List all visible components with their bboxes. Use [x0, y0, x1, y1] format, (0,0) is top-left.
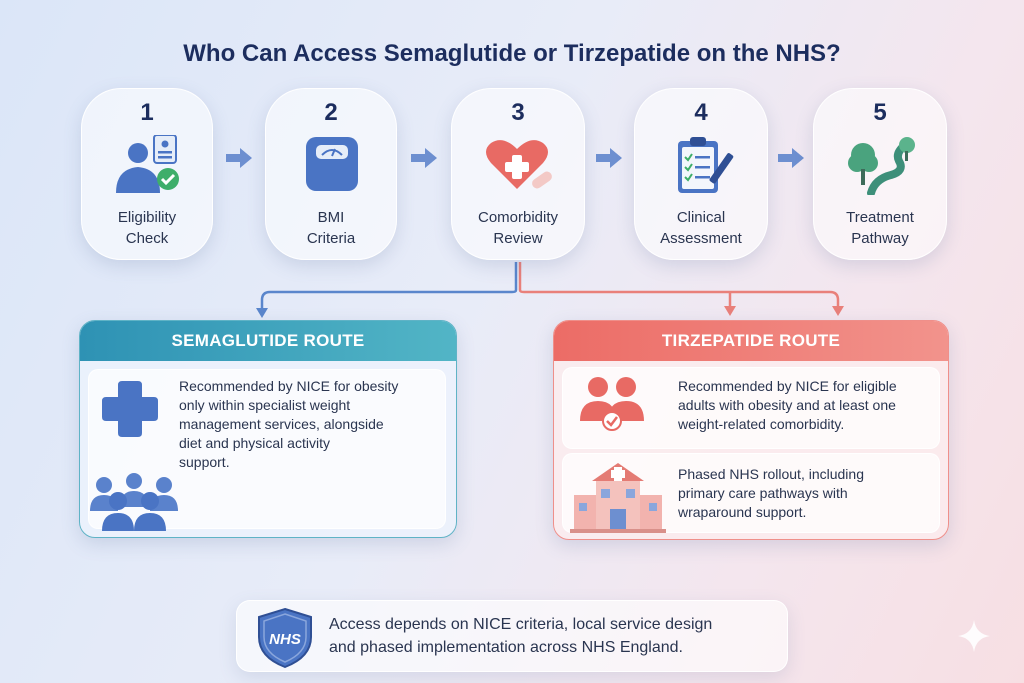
step-number: 4: [694, 99, 708, 126]
tirzepatide-rollout-text: Phased NHS rollout, including primary ca…: [678, 465, 943, 522]
text-line: weight-related comorbidity.: [678, 416, 845, 432]
step-label-line1: BMI: [317, 209, 345, 226]
step-label-line2: Criteria: [306, 230, 356, 247]
step-label-line2: Check: [125, 230, 169, 247]
text-line: Access depends on NICE criteria, local s…: [329, 616, 713, 633]
semaglutide-info-card: [88, 369, 446, 529]
tirzepatide-route-heading: TIRZEPATIDE ROUTE: [554, 321, 948, 361]
semaglutide-route-heading: SEMAGLUTIDE ROUTE: [80, 321, 456, 361]
footer-text: Access depends on NICE criteria, local s…: [329, 613, 779, 659]
page-title: Who Can Access Semaglutide or Tirzepatid…: [183, 40, 841, 67]
tirzepatide-route-panel: TIRZEPATIDE ROUTE Recommended by NICE fo…: [553, 320, 949, 540]
nhs-shield-icon: NHS: [258, 607, 312, 669]
sparkle-icon: [958, 620, 990, 652]
footer-note: NHS Access depends on NICE criteria, loc…: [236, 600, 788, 672]
semaglutide-description: Recommended by NICE for obesity only wit…: [179, 377, 449, 472]
scale-icon: [306, 137, 358, 191]
path-trees-icon: [848, 137, 915, 195]
arrow-right-icon: [411, 148, 437, 168]
step-number: 1: [140, 99, 154, 126]
text-line: Phased NHS rollout, including: [678, 466, 864, 482]
step-comorbidity-review: 3 Comorbidity Review: [451, 88, 585, 260]
hospital-icon: [570, 463, 666, 533]
step-label-line1: Clinical: [676, 209, 726, 226]
text-line: wraparound support.: [678, 504, 807, 520]
step-number: 2: [324, 99, 338, 126]
text-line: Recommended by NICE for obesity: [179, 378, 399, 394]
text-line: primary care pathways with: [678, 485, 848, 501]
step-eligibility-check: 1 Eligibility Check: [81, 88, 213, 260]
step-label-line2: Assessment: [660, 230, 742, 247]
step-treatment-pathway: 5 Treatment Pathway: [813, 88, 947, 260]
arrow-right-icon: [226, 148, 252, 168]
step-label-line1: Comorbidity: [477, 209, 559, 226]
clipboard-icon: [678, 137, 734, 193]
text-line: support.: [179, 454, 230, 470]
semaglutide-route-panel: SEMAGLUTIDE ROUTE Recommended by NICE fo…: [79, 320, 457, 538]
heart-medical-icon: [486, 140, 552, 189]
step-clinical-assessment: 4 Clinical Assessment: [634, 88, 768, 260]
text-line: and phased implementation across NHS Eng…: [329, 639, 683, 656]
tirzepatide-eligibility-text: Recommended by NICE for eligible adults …: [678, 377, 943, 434]
patients-check-icon: [580, 377, 644, 431]
user-check-icon: [116, 135, 179, 193]
people-group-icon: [90, 473, 178, 531]
text-line: adults with obesity and at least one: [678, 397, 896, 413]
step-label-line1: Treatment: [846, 209, 914, 226]
arrow-right-icon: [778, 148, 804, 168]
step-number: 3: [511, 99, 525, 126]
step-bmi-criteria: 2 BMI Criteria: [265, 88, 397, 260]
nhs-badge-text: NHS: [269, 631, 301, 648]
text-line: only within specialist weight: [179, 397, 351, 413]
medical-cross-icon: [102, 381, 158, 437]
arrow-right-icon: [596, 148, 622, 168]
step-label-line2: Pathway: [851, 230, 909, 247]
text-line: diet and physical activity: [179, 435, 330, 451]
step-label-line2: Review: [493, 230, 543, 247]
text-line: Recommended by NICE for eligible: [678, 378, 897, 394]
text-line: management services, alongside: [179, 416, 384, 432]
step-number: 5: [873, 99, 887, 126]
step-label-line1: Eligibility: [117, 209, 177, 226]
